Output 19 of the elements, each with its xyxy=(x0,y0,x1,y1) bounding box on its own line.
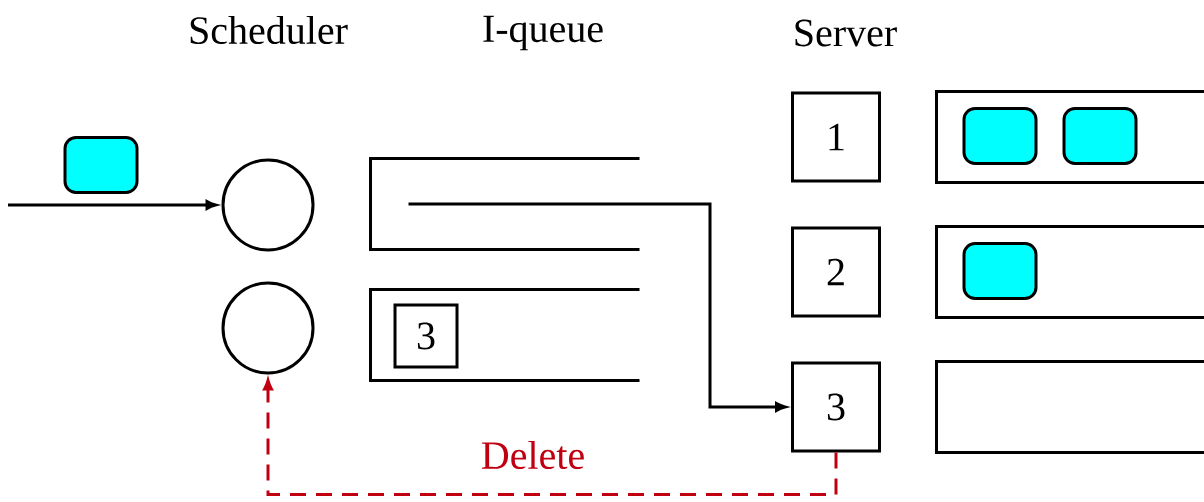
task-box xyxy=(962,242,1038,300)
number-box: 1 xyxy=(791,91,881,183)
task-box xyxy=(63,136,139,194)
edge-label: Delete xyxy=(479,439,587,471)
column-heading: Scheduler xyxy=(190,15,348,45)
scheduler-circle xyxy=(221,281,315,375)
task-box xyxy=(962,107,1038,165)
number-box: 3 xyxy=(791,361,881,453)
server-queue-bar xyxy=(935,90,1204,184)
column-heading: Server xyxy=(795,19,897,47)
queue-drawing xyxy=(369,157,640,251)
number-box: 2 xyxy=(791,226,881,318)
task-box xyxy=(1062,107,1138,165)
server-queue-bar xyxy=(935,360,1204,454)
number-box: 3 xyxy=(393,303,459,369)
queue-drawing xyxy=(369,288,640,382)
column-heading: I-queue xyxy=(483,15,603,51)
server-queue-bar xyxy=(935,225,1204,319)
scheduler-circle xyxy=(221,158,315,252)
